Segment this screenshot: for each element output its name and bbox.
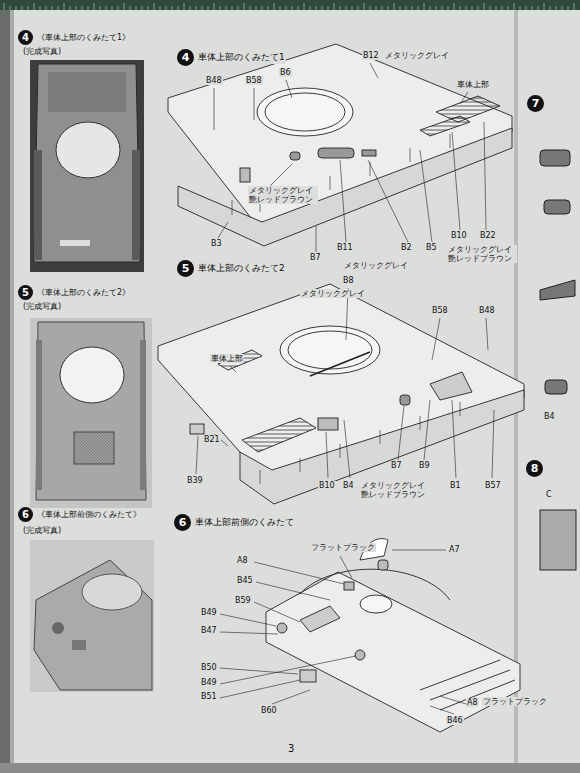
part-name: 車体上部 [210, 354, 244, 363]
page-number: 3 [287, 743, 295, 755]
step-number: 7 [527, 95, 544, 112]
page-edges [0, 10, 580, 773]
step-heading: 《車体上部のくみたて1》 [36, 32, 131, 43]
part-number: B10 [318, 481, 336, 490]
part-name: 車体上部 [456, 80, 490, 89]
paint-color: メタリックグレイ 艶レッドブラウン [360, 481, 430, 499]
part-number: B50 [200, 663, 218, 672]
part-number: B49 [200, 678, 218, 687]
part-number: B5 [425, 243, 438, 252]
part-number: B8 [342, 276, 355, 285]
upper-hull [158, 284, 524, 504]
part-number: B48 [478, 306, 496, 315]
part-number: B12 [362, 51, 380, 60]
part-number: B4 [543, 412, 556, 421]
step-number: 6 [18, 507, 33, 522]
step-marker: 8 [526, 460, 543, 477]
part-number: B2 [400, 243, 413, 252]
step-number: 5 [177, 260, 194, 277]
part-number: B49 [200, 608, 218, 617]
leader-line [220, 550, 466, 714]
step-marker: 5《車体上部のくみたて2》 [18, 285, 131, 300]
caption-note: (完成写真) [22, 526, 62, 535]
part-number: B6 [279, 68, 292, 77]
part-number: B7 [390, 461, 403, 470]
part-number: B46 [446, 716, 464, 725]
finished-photo [30, 60, 144, 272]
part-number: B59 [234, 596, 252, 605]
part-number: B1 [449, 481, 462, 490]
front-hull [266, 539, 520, 732]
leader-line [214, 63, 486, 252]
part-number: B58 [245, 76, 263, 85]
next-page-parts [540, 150, 576, 570]
part-number: B4 [342, 481, 355, 490]
part-number: B21 [203, 435, 221, 444]
step-number: 6 [174, 514, 191, 531]
step-number: 4 [177, 49, 194, 66]
step-marker: 4《車体上部のくみたて1》 [18, 30, 131, 45]
ruler [0, 0, 580, 10]
part-number: B39 [186, 476, 204, 485]
paint-color: メタリックグレイ [300, 289, 366, 298]
part-number: A7 [448, 545, 461, 554]
finished-photo [30, 318, 152, 508]
part-number: B3 [210, 239, 223, 248]
paint-color: メタリックグレイ [384, 51, 450, 60]
step-number: 5 [18, 285, 33, 300]
step-heading: 《車体上部前側のくみたて》 [36, 509, 142, 520]
part-number: B9 [418, 461, 431, 470]
part-number: B10 [450, 231, 468, 240]
step-number: 8 [526, 460, 543, 477]
part-number: B22 [479, 231, 497, 240]
caption-note: (完成写真) [22, 302, 62, 311]
part-number: B57 [484, 481, 502, 490]
part-number: C [545, 490, 553, 499]
part-number: B11 [336, 243, 354, 252]
leader-line [196, 288, 494, 484]
step-marker: 5車体上部のくみたて2 [177, 260, 286, 277]
part-number: B48 [205, 76, 223, 85]
paint-color: フラットブラック [310, 543, 376, 552]
part-number: B58 [431, 306, 449, 315]
step-heading: 《車体上部のくみたて2》 [36, 287, 131, 298]
paint-color: フラットブラック [482, 697, 520, 706]
step-marker: 7 [527, 95, 544, 112]
part-number: A8 [466, 698, 479, 707]
step-heading: 車体上部のくみたて2 [197, 262, 286, 275]
step-marker: 4車体上部のくみたて1 [177, 49, 286, 66]
caption-note: (完成写真) [22, 47, 62, 56]
part-number: A8 [236, 556, 249, 565]
part-number: B60 [260, 706, 278, 715]
part-number: B47 [200, 626, 218, 635]
paint-color: メタリックグレイ [343, 261, 409, 270]
paint-color: メタリックグレイ 艶レッドブラウン [248, 186, 318, 204]
step-heading: 車体上部のくみたて1 [197, 51, 286, 64]
finished-photo [30, 540, 154, 692]
step-heading: 車体上部前側のくみたて [194, 516, 295, 529]
part-number: B45 [236, 576, 254, 585]
upper-hull [168, 44, 512, 246]
step-number: 4 [18, 30, 33, 45]
part-number: B7 [309, 253, 322, 262]
step-marker: 6車体上部前側のくみたて [174, 514, 295, 531]
step-marker: 6《車体上部前側のくみたて》 [18, 507, 142, 522]
part-number: B51 [200, 692, 218, 701]
paint-color: メタリックグレイ 艶レッドブラウン [447, 245, 517, 263]
